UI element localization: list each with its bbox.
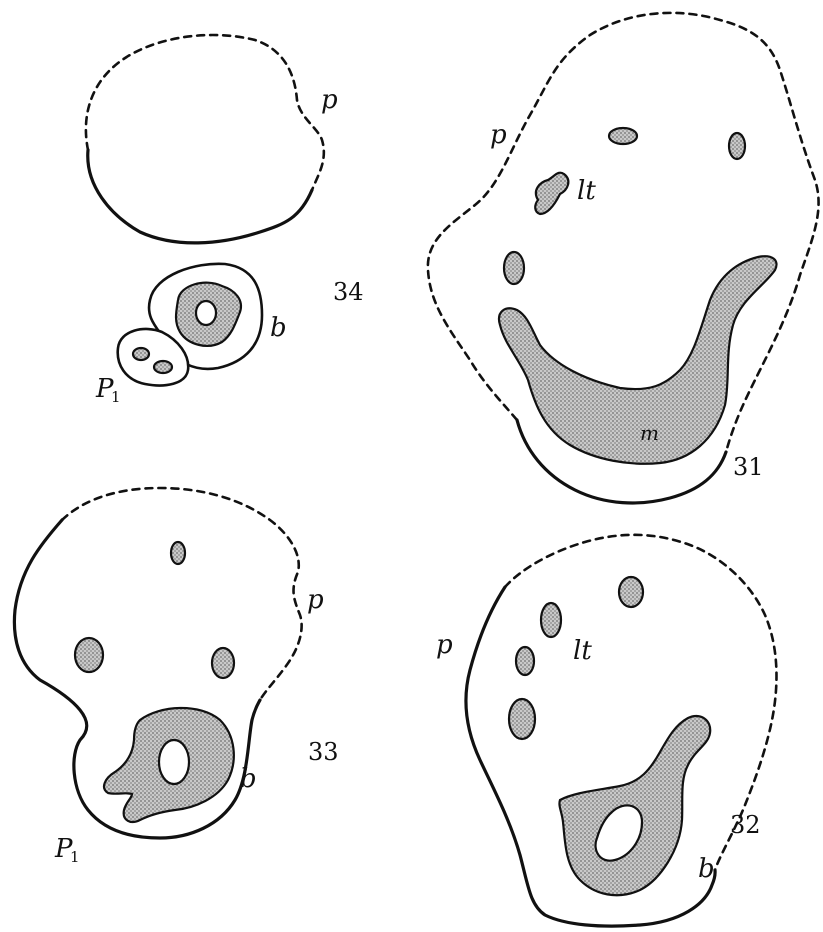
fig34-label-p1-subscript: 1 (111, 388, 121, 406)
figure-34 (86, 35, 324, 385)
figure-33 (14, 488, 301, 838)
fig31-muscle-m (499, 256, 776, 464)
fig31-label-p: p (490, 120, 507, 150)
fig33-spots (75, 542, 234, 678)
fig33-section-b (104, 708, 234, 822)
fig33-label-p1-subscript: 1 (70, 848, 80, 866)
fig34-number: 34 (333, 278, 364, 306)
fig31-number: 31 (733, 453, 764, 481)
fig34-label-p: p (321, 85, 338, 115)
fig32-label-p: p (436, 630, 453, 660)
fig34-label-b: b (270, 313, 287, 343)
fig32-section-b (559, 716, 710, 895)
figure-31 (428, 13, 819, 503)
fig32-label-lt: lt (573, 636, 592, 666)
fig33-label-p: p (307, 585, 324, 615)
fig34-section-p (86, 35, 324, 243)
fig33-label-b: b (240, 764, 257, 794)
fig31-label-m: m (640, 421, 659, 445)
fig33-number: 33 (308, 738, 339, 766)
fig32-label-b: b (698, 854, 715, 884)
fig31-lt-spots (504, 128, 745, 284)
figure-32 (466, 535, 777, 926)
fig31-label-lt: lt (577, 176, 596, 206)
fig32-number: 32 (730, 811, 761, 839)
